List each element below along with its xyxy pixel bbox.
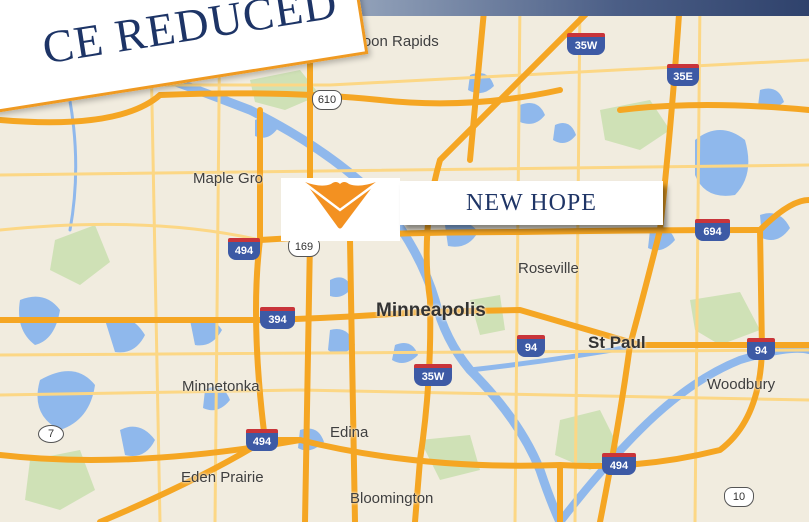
city-label-woodbury: Woodbury <box>707 376 776 393</box>
state-highway-7-shield: 7 <box>38 425 64 443</box>
interstate-494-southeast-shield: 494 <box>602 453 636 475</box>
location-label-new-hope[interactable]: NEW HOPE <box>400 181 663 225</box>
city-label-coon-rapids: Coon Rapids <box>352 33 439 50</box>
city-label-minnetonka: Minnetonka <box>182 378 260 395</box>
price-reduced-text: CE REDUCED <box>39 0 341 74</box>
interstate-94-east-shield: 94 <box>747 338 775 360</box>
us-10-shield: 10 <box>724 487 754 507</box>
interstate-94-mid-shield: 94 <box>517 335 545 357</box>
lakes <box>19 73 790 456</box>
interstate-35w-south-shield: 35W <box>414 364 452 386</box>
interstate-694-shield: 694 <box>695 219 730 241</box>
us-169-shield: 169 <box>288 237 320 257</box>
city-label-roseville: Roseville <box>518 260 579 277</box>
interstate-35w-north-shield: 35W <box>567 33 605 55</box>
city-label-minneapolis: Minneapolis <box>376 300 486 321</box>
interstate-394-shield: 394 <box>260 307 295 329</box>
chevron-down-icon <box>302 180 379 229</box>
interstate-35e-shield: 35E <box>667 64 699 86</box>
city-label-eden-prairie: Eden Prairie <box>181 469 264 486</box>
location-marker-box[interactable] <box>281 178 400 241</box>
city-label-bloomington: Bloomington <box>350 490 434 507</box>
city-label-maple-grove: Maple Gro <box>193 170 264 187</box>
interstate-494-south-shield: 494 <box>246 429 278 451</box>
top-banner-strip <box>330 0 809 16</box>
city-label-st-paul: St Paul <box>588 333 646 352</box>
interstate-494-west-shield: 494 <box>228 238 260 260</box>
city-label-edina: Edina <box>330 424 369 441</box>
us-610-shield: 610 <box>312 90 342 110</box>
